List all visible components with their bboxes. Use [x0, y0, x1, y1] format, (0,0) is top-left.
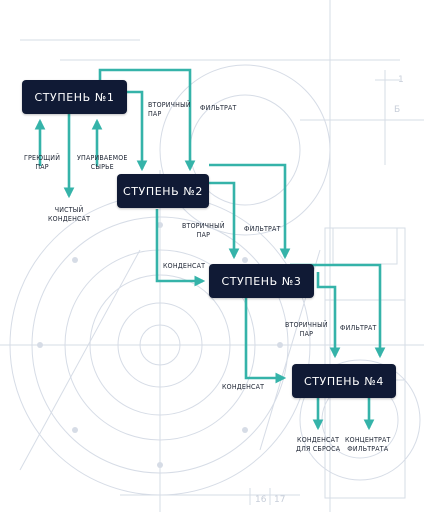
filtrate-2-label: ФИЛЬТРАТ: [244, 225, 281, 233]
drawing-mark-16: 16: [255, 495, 267, 505]
heating-steam-label: ГРЕЮЩИЙ ПАР: [24, 154, 61, 171]
condensate-3-label: КОНДЕНСАТ: [222, 383, 265, 391]
condensate-2-arrow: [155, 209, 206, 287]
drawing-mark-17: 17: [274, 495, 285, 505]
filtrate-2-arrow: [209, 163, 291, 260]
clean-condensate-label: ЧИСТЫЙ КОНДЕНСАТ: [48, 206, 91, 223]
secondary-steam-3-arrow: [316, 272, 341, 359]
stage-3-box: СТУПЕНЬ №3: [209, 264, 314, 298]
condensate-2-label: КОНДЕНСАТ: [163, 262, 206, 270]
secondary-steam-1-label: ВТОРИЧНЫЙ ПАР: [148, 101, 191, 118]
secondary-steam-1-arrow: [127, 90, 148, 172]
filtrate-concentrate-label: КОНЦЕНТРАТ ФИЛЬТРАТА: [345, 436, 391, 453]
stage-2-box: СТУПЕНЬ №2: [117, 174, 209, 208]
filtrate-1-arrow: [98, 68, 196, 172]
filtrate-1-label: ФИЛЬТРАТ: [200, 104, 237, 112]
condensate-3-arrow: [244, 298, 287, 384]
discharge-condensate-label: КОНДЕНСАТ ДЛЯ СБРОСА: [296, 436, 341, 453]
drawing-mark-1: 1: [398, 75, 404, 85]
filtrate-3-arrow: [290, 263, 386, 359]
secondary-steam-2-label: ВТОРИЧНЫЙ ПАР: [182, 222, 225, 239]
stage-4-box: СТУПЕНЬ №4: [292, 364, 396, 398]
secondary-steam-2-arrow: [209, 181, 240, 260]
filtrate-3-label: ФИЛЬТРАТ: [340, 324, 377, 332]
stage-1-box: СТУПЕНЬ №1: [22, 80, 127, 114]
evaporated-feed-label: УПАРИВАЕМОЕ СЫРЬЕ: [77, 154, 128, 171]
drawing-mark-b: Б: [394, 105, 400, 115]
secondary-steam-3-label: ВТОРИЧНЫЙ ПАР: [285, 321, 328, 338]
